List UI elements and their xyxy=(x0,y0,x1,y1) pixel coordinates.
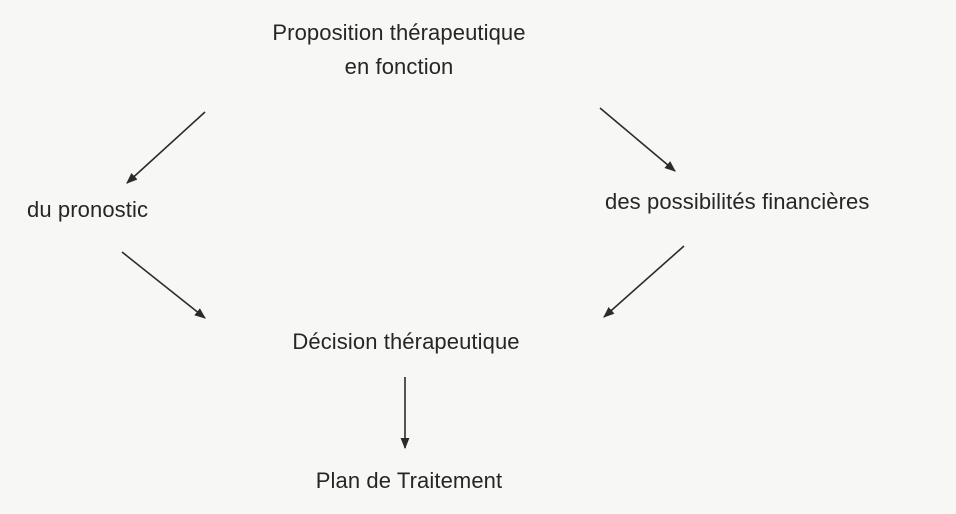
arrow-right-to-decision xyxy=(603,245,685,318)
node-therapeutic-decision: Décision thérapeutique xyxy=(292,329,520,354)
node-therapeutic-proposal-line1: Proposition thérapeutique xyxy=(272,20,526,45)
node-therapeutic-proposal: Proposition thérapeutique en fonction xyxy=(219,16,579,84)
node-treatment-plan: Plan de Traitement xyxy=(315,468,503,493)
arrow-top-to-left xyxy=(126,111,206,184)
node-prognosis: du pronostic xyxy=(27,197,149,222)
arrow-top-to-right xyxy=(599,107,676,172)
arrow-left-to-decision xyxy=(121,251,206,319)
node-therapeutic-proposal-line2: en fonction xyxy=(344,54,454,79)
node-financial-possibilities: des possibilités financières xyxy=(605,189,870,214)
